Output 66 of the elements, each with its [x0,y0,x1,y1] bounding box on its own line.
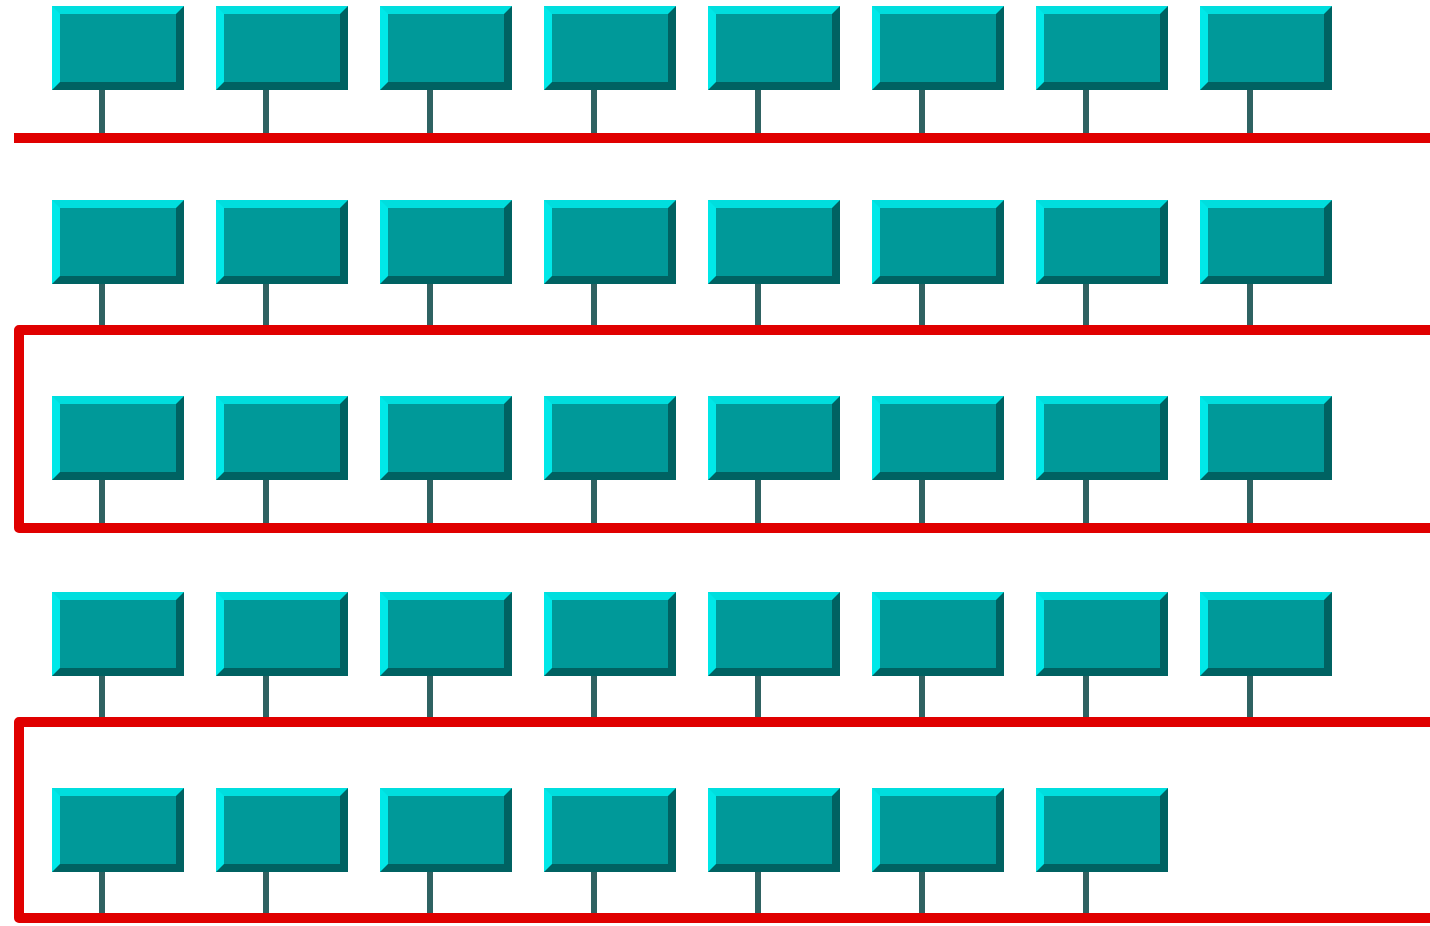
connector-line [919,676,925,717]
connector-line [263,480,269,523]
network-device-box [872,592,1004,676]
connector-line [427,480,433,523]
connector-line [755,284,761,325]
connector-line [919,872,925,913]
network-device-box [216,200,348,284]
network-device-box [216,6,348,90]
connector-line [755,480,761,523]
connector-line [427,90,433,133]
connector-line [99,480,105,523]
bus-line [13,325,1430,533]
connector-line [919,480,925,523]
network-device-box [1036,592,1168,676]
network-device-box [380,592,512,676]
network-device-box [708,200,840,284]
connector-line [263,284,269,325]
connector-line [99,872,105,913]
network-device-box [52,6,184,90]
network-device-box [1036,6,1168,90]
connector-line [1083,676,1089,717]
connector-line [427,284,433,325]
network-device-box [708,6,840,90]
connector-line [1247,284,1253,325]
connector-line [1083,90,1089,133]
connector-line [1083,284,1089,325]
connector-line [427,676,433,717]
network-device-box [1036,200,1168,284]
connector-line [1247,676,1253,717]
network-device-box [544,592,676,676]
network-device-box [380,200,512,284]
network-device-box [1200,592,1332,676]
connector-line [99,676,105,717]
network-device-box [216,592,348,676]
network-device-box [872,200,1004,284]
connector-line [1247,480,1253,523]
bus-line [13,133,1430,143]
network-device-box [544,200,676,284]
connector-line [1083,480,1089,523]
connector-line [591,872,597,913]
network-device-box [52,592,184,676]
connector-line [1083,872,1089,913]
bus-line [13,717,1430,923]
connector-line [755,90,761,133]
connector-line [427,872,433,913]
network-device-box [872,6,1004,90]
connector-line [919,284,925,325]
connector-line [591,676,597,717]
connector-line [263,90,269,133]
connector-line [99,90,105,133]
connector-line [919,90,925,133]
network-device-box [708,592,840,676]
connector-line [755,676,761,717]
connector-line [755,872,761,913]
connector-line [99,284,105,325]
connector-line [591,90,597,133]
connector-line [263,676,269,717]
network-device-box [52,200,184,284]
network-device-box [544,6,676,90]
connector-line [591,480,597,523]
network-device-box [380,6,512,90]
network-device-box [1200,6,1332,90]
connector-line [263,872,269,913]
network-device-box [1200,200,1332,284]
connector-line [1247,90,1253,133]
connector-line [591,284,597,325]
